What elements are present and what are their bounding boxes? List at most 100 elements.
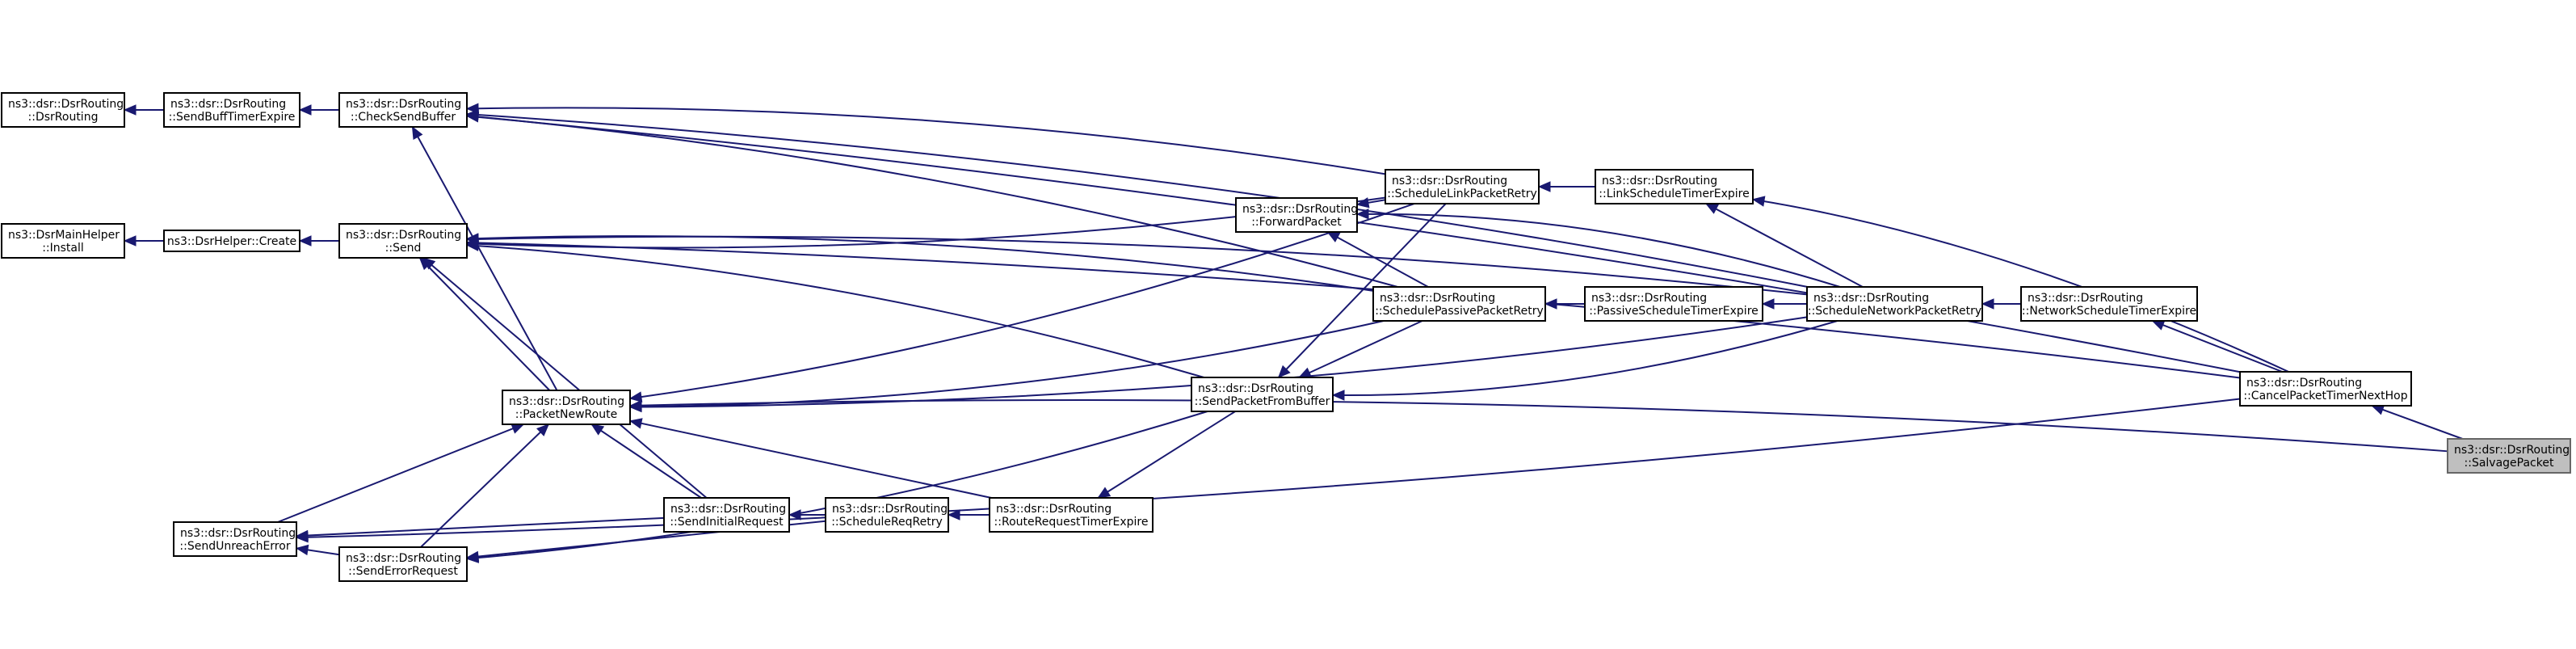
node-networkscheduletimerexpire[interactable]: ns3::dsr::DsrRouting::NetworkScheduleTim…: [2020, 286, 2198, 322]
node-schedulereqretry[interactable]: ns3::dsr::DsrRouting::ScheduleReqRetry: [825, 497, 949, 533]
arrowhead-icon: [295, 544, 309, 556]
node-dsrrouting-ctor[interactable]: ns3::dsr::DsrRouting::DsrRouting: [1, 92, 125, 128]
call-edge: [1277, 203, 1447, 378]
call-edge: [296, 516, 665, 537]
node-label: ::Install: [42, 242, 84, 255]
node-label: ns3::dsr::DsrRouting: [1602, 175, 1717, 188]
node-box: [1584, 286, 1763, 322]
node-dsrmainhelper-install[interactable]: ns3::DsrMainHelper::Install: [1, 223, 125, 259]
node-label: ns3::dsr::DsrRouting: [1198, 382, 1313, 395]
arrowhead-icon: [1761, 298, 1775, 310]
node-checksendbuffer[interactable]: ns3::dsr::DsrRouting::CheckSendBuffer: [338, 92, 468, 128]
arrowhead-icon: [590, 424, 605, 436]
node-box: [2447, 438, 2571, 474]
call-edge: [1356, 213, 1841, 288]
arrowhead-icon: [1277, 365, 1291, 378]
node-cancelpackettimernexthop[interactable]: ns3::dsr::DsrRouting::CancelPacketTimerN…: [2239, 371, 2412, 407]
node-label: ns3::dsr::DsrRouting: [509, 395, 624, 408]
node-label: ::ScheduleLinkPacketRetry: [1387, 188, 1536, 200]
call-edge: [1705, 203, 1864, 288]
node-passivescheduletimerexpire[interactable]: ns3::dsr::DsrRouting::PassiveScheduleTim…: [1584, 286, 1763, 322]
node-sendunreacherror[interactable]: ns3::dsr::DsrRouting::SendUnreachError: [173, 521, 297, 557]
arrowhead-icon: [123, 104, 137, 116]
node-forwardpacket[interactable]: ns3::dsr::DsrRouting::ForwardPacket: [1235, 197, 1358, 233]
node-label: ::ScheduleNetworkPacketRetry: [1808, 305, 1981, 318]
arrowhead-icon: [1331, 390, 1345, 401]
arrowhead-icon: [295, 531, 309, 543]
call-edge: [466, 244, 1204, 378]
call-edge: [629, 399, 2448, 453]
node-label: ns3::dsr::DsrRouting: [2246, 377, 2362, 390]
call-edge: [590, 424, 702, 499]
arrowhead-icon: [1326, 231, 1341, 242]
arrowhead-icon: [511, 424, 525, 434]
node-routerequesttimerexpire[interactable]: ns3::dsr::DsrRouting::RouteRequestTimerE…: [989, 497, 1154, 533]
node-label: ns3::dsr::DsrRouting: [996, 503, 1112, 516]
node-schedulelinkpacketretry[interactable]: ns3::dsr::DsrRouting::ScheduleLinkPacket…: [1385, 169, 1540, 204]
node-sendbufftimerexpire[interactable]: ns3::dsr::DsrRouting::SendBuffTimerExpir…: [163, 92, 300, 128]
node-box: [989, 497, 1154, 533]
node-box: [1595, 169, 1754, 204]
arrowhead-icon: [123, 235, 137, 247]
node-label: ::SendPacketFromBuffer: [1195, 395, 1330, 408]
arrowhead-icon: [1704, 203, 1720, 214]
node-label: ns3::dsr::DsrRouting: [832, 503, 948, 516]
arrowhead-icon: [465, 552, 480, 563]
node-label: ns3::dsr::DsrRouting: [346, 98, 461, 111]
node-label: ::SendUnreachError: [179, 540, 290, 553]
call-edge: [1326, 231, 1429, 288]
node-salvagepacket[interactable]: ns3::dsr::DsrRouting::SalvagePacket: [2447, 438, 2571, 474]
node-label: ::DsrRouting: [28, 111, 99, 124]
node-box: [338, 92, 468, 128]
node-box: [1191, 377, 1334, 412]
node-label: ns3::DsrHelper::Create: [167, 235, 296, 248]
node-send[interactable]: ns3::dsr::DsrRouting::Send: [338, 223, 468, 259]
node-label: ::SchedulePassivePacketRetry: [1375, 305, 1544, 318]
arrowhead-icon: [1981, 298, 1994, 310]
node-label: ns3::dsr::DsrRouting: [1813, 292, 1929, 305]
node-box: [338, 546, 468, 582]
node-box: [173, 521, 297, 557]
node-label: ::NetworkScheduleTimerExpire: [2022, 305, 2196, 318]
node-label: ns3::dsr::DsrRouting: [1591, 292, 1707, 305]
node-label: ::RouteRequestTimerExpire: [994, 516, 1149, 529]
arrowhead-icon: [628, 391, 643, 402]
node-box: [163, 92, 300, 128]
call-edge: [1752, 198, 2289, 373]
arrowhead-icon: [1537, 181, 1551, 192]
node-sendpacketfrombuffer[interactable]: ns3::dsr::DsrRouting::SendPacketFromBuff…: [1191, 377, 1334, 412]
call-edge: [1097, 411, 1236, 499]
node-box: [502, 390, 631, 425]
node-label: ns3::dsr::DsrRouting: [1380, 292, 1495, 305]
call-edge: [629, 320, 1385, 408]
arrowhead-icon: [1097, 487, 1112, 499]
arrowhead-icon: [298, 104, 312, 116]
node-label: ns3::dsr::DsrRouting: [670, 503, 786, 516]
node-label: ::PacketNewRoute: [515, 408, 617, 421]
node-label: ns3::dsr::DsrRouting: [1242, 203, 1358, 216]
call-edge: [2152, 320, 2283, 373]
node-sendinitialrequest[interactable]: ns3::dsr::DsrRouting::SendInitialRequest: [663, 497, 790, 533]
arrowhead-icon: [536, 424, 550, 436]
node-linkscheduletimerexpire[interactable]: ns3::dsr::DsrRouting::LinkScheduleTimerE…: [1595, 169, 1754, 204]
node-box: [338, 223, 468, 259]
call-nodes: ns3::dsr::DsrRouting::DsrRoutingns3::dsr…: [1, 92, 2571, 582]
call-edge: [466, 242, 2241, 379]
node-schedulepassivepacketretry[interactable]: ns3::dsr::DsrRouting::SchedulePassivePac…: [1372, 286, 1546, 322]
arrowhead-icon: [628, 418, 643, 429]
node-label: ::CancelPacketTimerNextHop: [2243, 390, 2407, 402]
call-edge: [1298, 320, 1423, 378]
call-edge: [296, 398, 2241, 539]
node-label: ns3::DsrMainHelper: [8, 229, 120, 242]
node-schedulenetworkpacketretry[interactable]: ns3::dsr::DsrRouting::ScheduleNetworkPac…: [1806, 286, 1983, 322]
call-edge: [466, 235, 1808, 296]
node-packetnewroute[interactable]: ns3::dsr::DsrRouting::PacketNewRoute: [502, 390, 631, 425]
node-box: [825, 497, 949, 533]
node-label: ::SendBuffTimerExpire: [169, 111, 296, 124]
arrowhead-icon: [298, 235, 312, 247]
node-senderrorrequest[interactable]: ns3::dsr::DsrRouting::SendErrorRequest: [338, 546, 468, 582]
call-edge: [420, 424, 549, 548]
node-dsrhelper-create[interactable]: ns3::DsrHelper::Create: [163, 230, 300, 252]
node-label: ns3::dsr::DsrRouting: [2454, 444, 2570, 457]
